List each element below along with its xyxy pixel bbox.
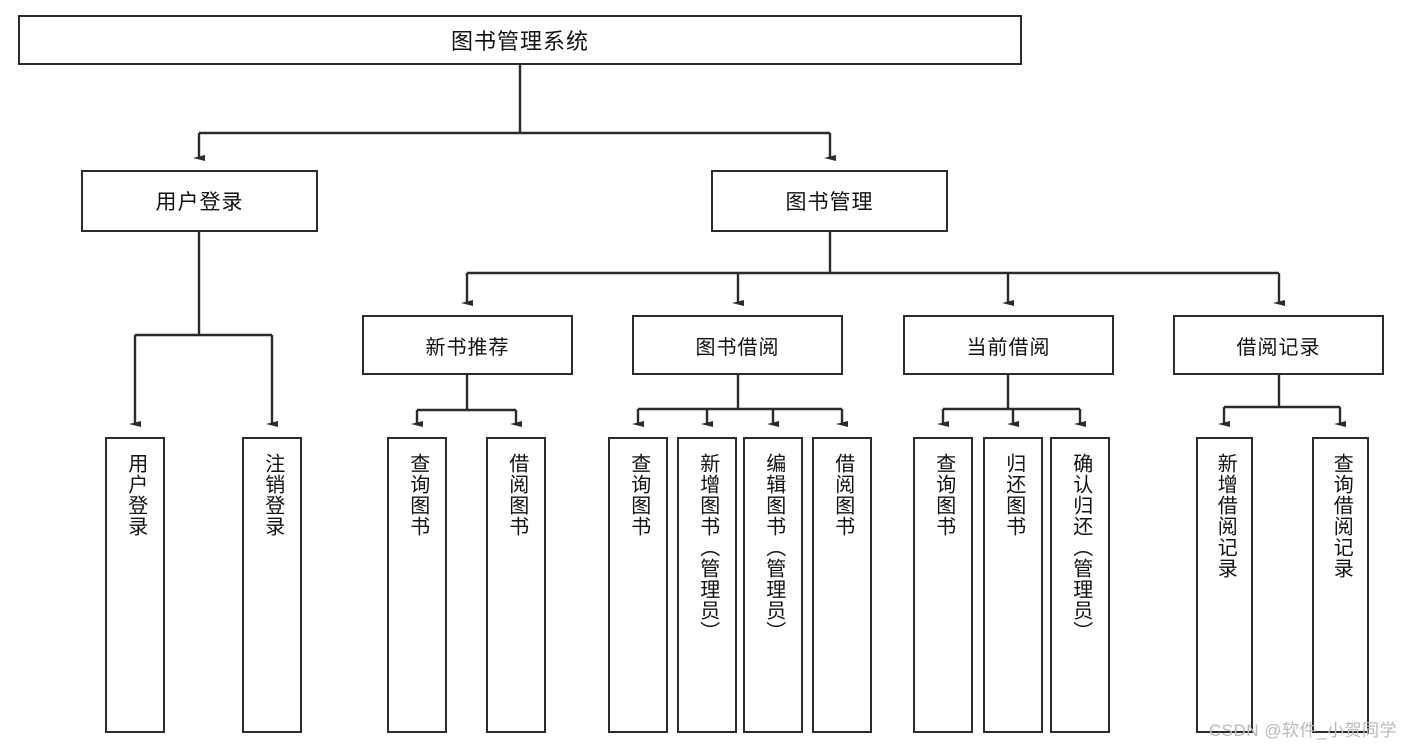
leaf-book-borrow-query[interactable]: 查询图书 (608, 437, 668, 733)
leaf-book-borrow-edit[interactable]: 编辑图书（管理员） (743, 437, 803, 733)
leaf-current-borrow-confirm[interactable]: 确认归还（管理员） (1050, 437, 1110, 733)
leaf-new-book-query[interactable]: 查询图书 (387, 437, 447, 733)
leaf-current-borrow-confirm-label: 确认归还（管理员） (1069, 453, 1092, 642)
leaf-current-borrow-return[interactable]: 归还图书 (983, 437, 1043, 733)
node-book-borrow-label: 图书借阅 (695, 336, 780, 359)
node-current-borrow[interactable]: 当前借阅 (903, 315, 1114, 375)
node-book-borrow[interactable]: 图书借阅 (632, 315, 843, 375)
leaf-book-borrow-add[interactable]: 新增图书（管理员） (677, 437, 737, 733)
node-book-management[interactable]: 图书管理 (711, 170, 948, 232)
leaf-borrow-record-add[interactable]: 新增借阅记录 (1196, 437, 1253, 733)
leaf-borrow-record-query[interactable]: 查询借阅记录 (1312, 437, 1369, 733)
leaf-user-login-signin-label: 用户登录 (124, 453, 147, 537)
leaf-book-borrow-lend[interactable]: 借阅图书 (812, 437, 872, 733)
node-root-label: 图书管理系统 (450, 29, 589, 54)
node-borrow-record-label: 借阅记录 (1236, 336, 1321, 359)
leaf-new-book-query-label: 查询图书 (406, 453, 429, 537)
leaf-user-login-signout[interactable]: 注销登录 (242, 437, 302, 733)
leaf-book-borrow-lend-label: 借阅图书 (831, 453, 854, 537)
node-book-management-label: 图书管理 (785, 191, 874, 214)
leaf-current-borrow-query-label: 查询图书 (932, 453, 955, 537)
leaf-new-book-borrow[interactable]: 借阅图书 (486, 437, 546, 733)
leaf-borrow-record-query-label: 查询借阅记录 (1330, 453, 1353, 579)
node-current-borrow-label: 当前借阅 (966, 336, 1051, 359)
watermark: CSDN @软件_小贺同学 (1208, 721, 1397, 740)
leaf-user-login-signout-label: 注销登录 (261, 453, 284, 537)
leaf-current-borrow-query[interactable]: 查询图书 (913, 437, 973, 733)
node-root[interactable]: 图书管理系统 (18, 15, 1022, 65)
leaf-borrow-record-add-label: 新增借阅记录 (1214, 453, 1237, 579)
leaf-new-book-borrow-label: 借阅图书 (505, 453, 528, 537)
leaf-current-borrow-return-label: 归还图书 (1002, 453, 1025, 537)
leaf-book-borrow-edit-label: 编辑图书（管理员） (762, 453, 785, 642)
node-new-book-recommend[interactable]: 新书推荐 (362, 315, 573, 375)
node-new-book-recommend-label: 新书推荐 (425, 336, 510, 359)
leaf-user-login-signin[interactable]: 用户登录 (105, 437, 165, 733)
leaf-book-borrow-add-label: 新增图书（管理员） (696, 453, 719, 642)
node-borrow-record[interactable]: 借阅记录 (1173, 315, 1384, 375)
node-user-login[interactable]: 用户登录 (81, 170, 318, 232)
node-user-login-label: 用户登录 (155, 191, 244, 214)
leaf-book-borrow-query-label: 查询图书 (627, 453, 650, 537)
